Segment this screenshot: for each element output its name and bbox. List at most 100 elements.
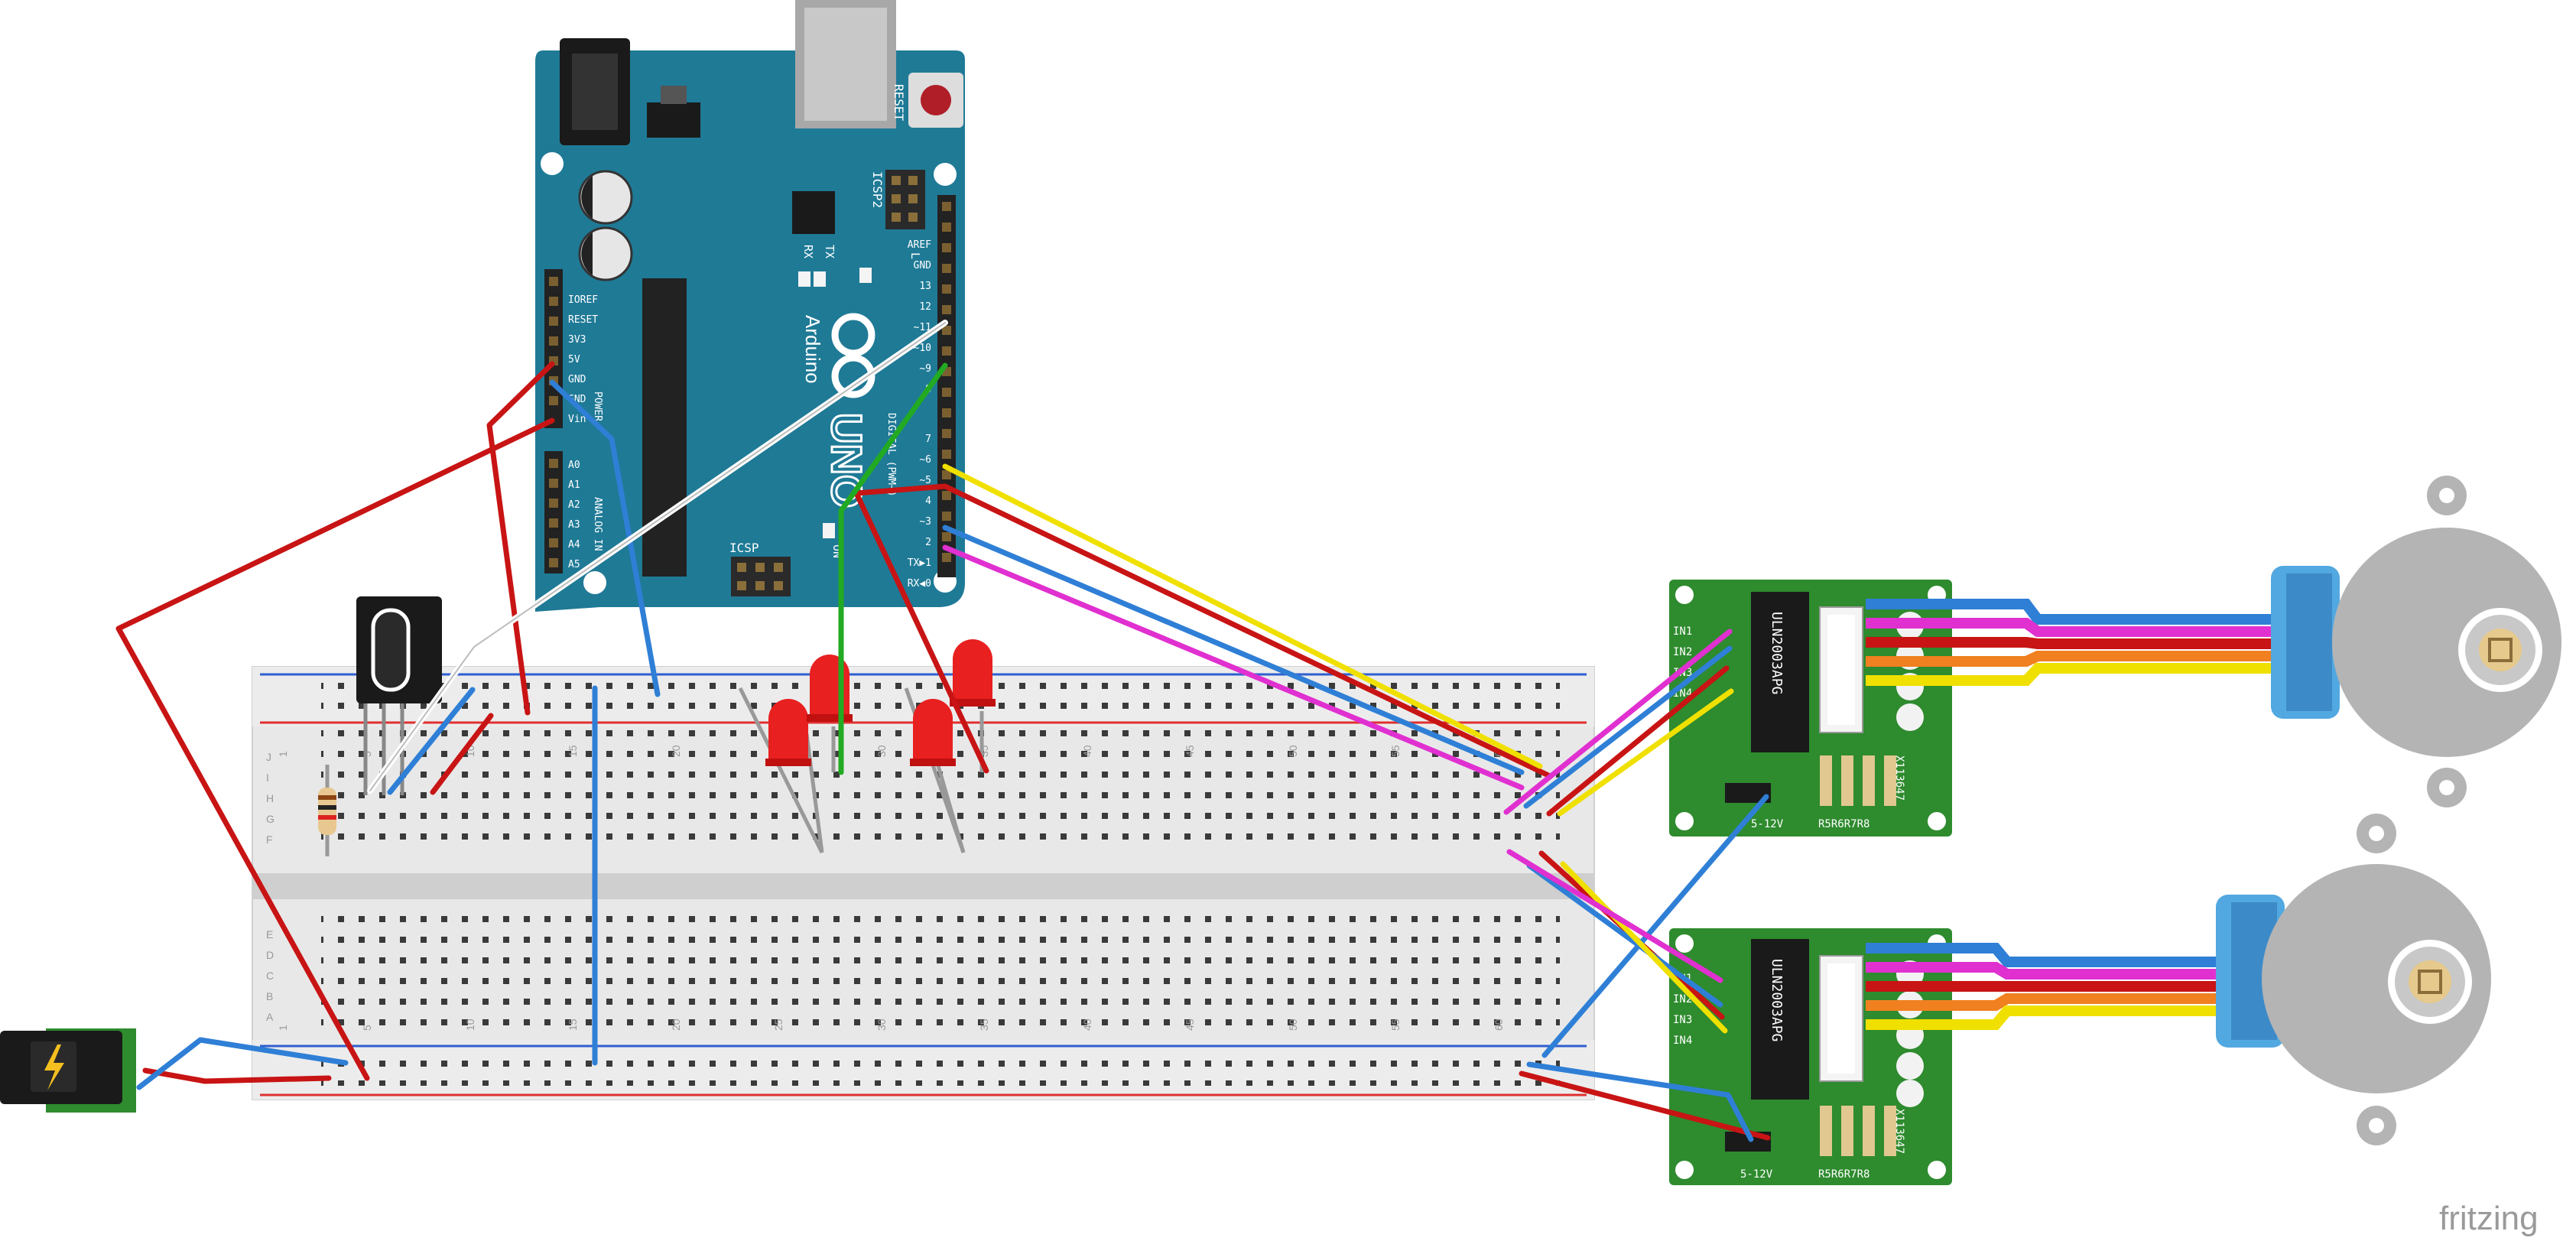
row-letter: A — [266, 1011, 274, 1023]
pin-label: A3 — [568, 519, 580, 531]
column-number: 40 — [1081, 1018, 1093, 1031]
wire-blue — [387, 687, 476, 795]
pin-label: A4 — [568, 539, 580, 551]
lightning-icon — [44, 1044, 64, 1090]
rx-label: RX — [801, 245, 815, 258]
status-led — [1896, 703, 1924, 731]
row-letter: D — [266, 949, 274, 961]
motor-shaft — [2479, 629, 2522, 671]
wire-red — [142, 1067, 332, 1084]
pin-label: AREF — [908, 239, 931, 251]
pin-label: ~11 — [914, 322, 931, 333]
power-label: 5-12V — [1751, 818, 1784, 830]
wire-magenta — [1506, 849, 1723, 983]
stepper-motor-2 — [1866, 814, 2491, 1145]
row-letter: F — [266, 833, 273, 846]
wire-blue — [136, 1037, 349, 1090]
voltage-regulator — [647, 102, 700, 138]
column-number: 30 — [875, 745, 888, 757]
input-label: IN2 — [1673, 993, 1692, 1005]
red-led — [910, 699, 956, 766]
arduino-uno-board: RESET ICSP2 TX RX L — [535, 0, 965, 612]
pin-label: ~10 — [914, 343, 931, 354]
tx-label: TX — [823, 245, 836, 258]
l-led — [859, 268, 872, 283]
pin-label: 13 — [919, 281, 931, 292]
mount-hole — [934, 163, 957, 186]
row-letter: E — [266, 928, 273, 940]
uln2003-chip — [1751, 592, 1809, 752]
uln2003-chip — [1751, 939, 1809, 1100]
column-number: 55 — [1389, 745, 1402, 757]
input-label: IN3 — [1673, 1014, 1692, 1026]
pin-label: ~3 — [919, 516, 931, 528]
pin-label: 5V — [568, 354, 580, 365]
dc-barrel-jack — [0, 1028, 136, 1113]
wire-magenta — [1503, 629, 1733, 815]
red-led — [807, 655, 853, 722]
pin-label: A5 — [568, 559, 580, 570]
reset-label: RESET — [892, 84, 906, 122]
brand-label: Arduino — [801, 315, 824, 384]
mount-hole — [583, 571, 606, 594]
wire-blue — [1526, 863, 1723, 1008]
wire-magenta — [942, 544, 1525, 791]
column-number: 45 — [1184, 745, 1196, 757]
wire-blue — [1523, 645, 1733, 809]
column-number: 15 — [567, 1018, 579, 1031]
resistor — [318, 765, 336, 856]
column-number: 55 — [1389, 1018, 1402, 1031]
input-label: IN1 — [1673, 625, 1692, 638]
pin-label: A0 — [568, 460, 580, 471]
column-number: 50 — [1287, 1018, 1299, 1031]
column-number: 40 — [1081, 745, 1093, 757]
wire-red — [1519, 1070, 1771, 1141]
power-label: 5-12V — [1740, 1168, 1773, 1181]
row-letter: I — [266, 772, 269, 784]
pin-label: TX▶1 — [908, 557, 931, 569]
row-letter: C — [266, 970, 274, 982]
model-label: UNO — [823, 413, 871, 508]
rx-led — [798, 271, 810, 287]
input-label: IN2 — [1673, 646, 1692, 658]
wire-blue — [549, 379, 661, 697]
column-number: 35 — [978, 1018, 990, 1031]
pin-label: 12 — [919, 301, 931, 313]
column-number: 10 — [464, 1018, 476, 1031]
resistor-labels: R5R6R7R8 — [1818, 1168, 1869, 1181]
chip-label: ULN2003APG — [1769, 959, 1785, 1041]
pin-label: Vin — [568, 414, 586, 425]
row-letter: H — [266, 792, 274, 804]
stepper-motor-1 — [1866, 476, 2561, 807]
row-letter: B — [266, 990, 273, 1002]
input-label: IN4 — [1673, 1035, 1692, 1047]
pin-label: RESET — [568, 314, 598, 326]
wire-yellow — [1557, 688, 1734, 817]
pin-label: A2 — [568, 499, 580, 511]
column-number: 25 — [772, 1018, 784, 1031]
center-channel — [252, 873, 1594, 899]
pin-label: 2 — [925, 537, 931, 548]
pin-label: ~5 — [919, 475, 931, 486]
ir-receiver — [356, 596, 442, 795]
status-led — [1896, 1052, 1924, 1080]
wire-yellow — [1560, 861, 1728, 1034]
pin-label: A1 — [568, 479, 580, 491]
icsp-label: ICSP — [729, 541, 759, 555]
pin-label: GND — [568, 374, 586, 385]
red-led — [765, 699, 811, 766]
red-led — [950, 639, 996, 707]
column-number: 50 — [1287, 745, 1299, 757]
column-number: 20 — [670, 1018, 682, 1031]
bottom-terminal-strip — [321, 908, 1560, 1031]
pin-label: 3V3 — [568, 334, 586, 346]
column-number: 1 — [277, 1025, 289, 1031]
motor-shaft — [2409, 960, 2451, 1003]
column-number: 45 — [1184, 1018, 1196, 1031]
wire-red — [1546, 665, 1730, 817]
column-number: 60 — [1493, 1018, 1505, 1031]
analog-pin-labels: A0 A1 A2 A3 A4 A5 — [568, 460, 580, 570]
wire-red — [430, 713, 494, 795]
mount-hole — [541, 152, 564, 175]
analog-header — [544, 451, 563, 573]
